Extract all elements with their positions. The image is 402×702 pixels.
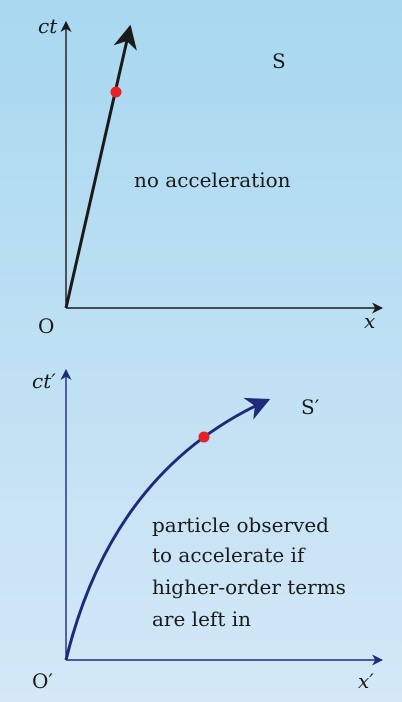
note-line: are left in bbox=[152, 607, 251, 631]
note-line: higher-order terms bbox=[152, 575, 346, 599]
x-prime-axis-label: x′ bbox=[358, 669, 374, 693]
frame-prime-label: S′ bbox=[301, 395, 320, 419]
particle-dot bbox=[198, 431, 210, 443]
origin-label: O bbox=[38, 314, 54, 338]
ct-prime-axis-label: ct′ bbox=[32, 369, 56, 393]
top-panel: ct x O S no acceleration bbox=[38, 14, 384, 338]
x-axis-label: x bbox=[364, 309, 375, 333]
ct-axis-label: ct bbox=[38, 14, 58, 38]
bottom-panel: ct′ x′ O′ S′ particle observed to accele… bbox=[32, 368, 384, 693]
origin-prime-label: O′ bbox=[32, 669, 53, 693]
note-label: no acceleration bbox=[134, 168, 291, 192]
particle-dot bbox=[110, 86, 122, 98]
frame-label: S bbox=[272, 49, 286, 73]
worldline-curved bbox=[64, 397, 271, 661]
note-line: to accelerate if bbox=[152, 543, 306, 567]
worldline-straight bbox=[64, 24, 137, 309]
note-line: particle observed bbox=[152, 513, 329, 537]
